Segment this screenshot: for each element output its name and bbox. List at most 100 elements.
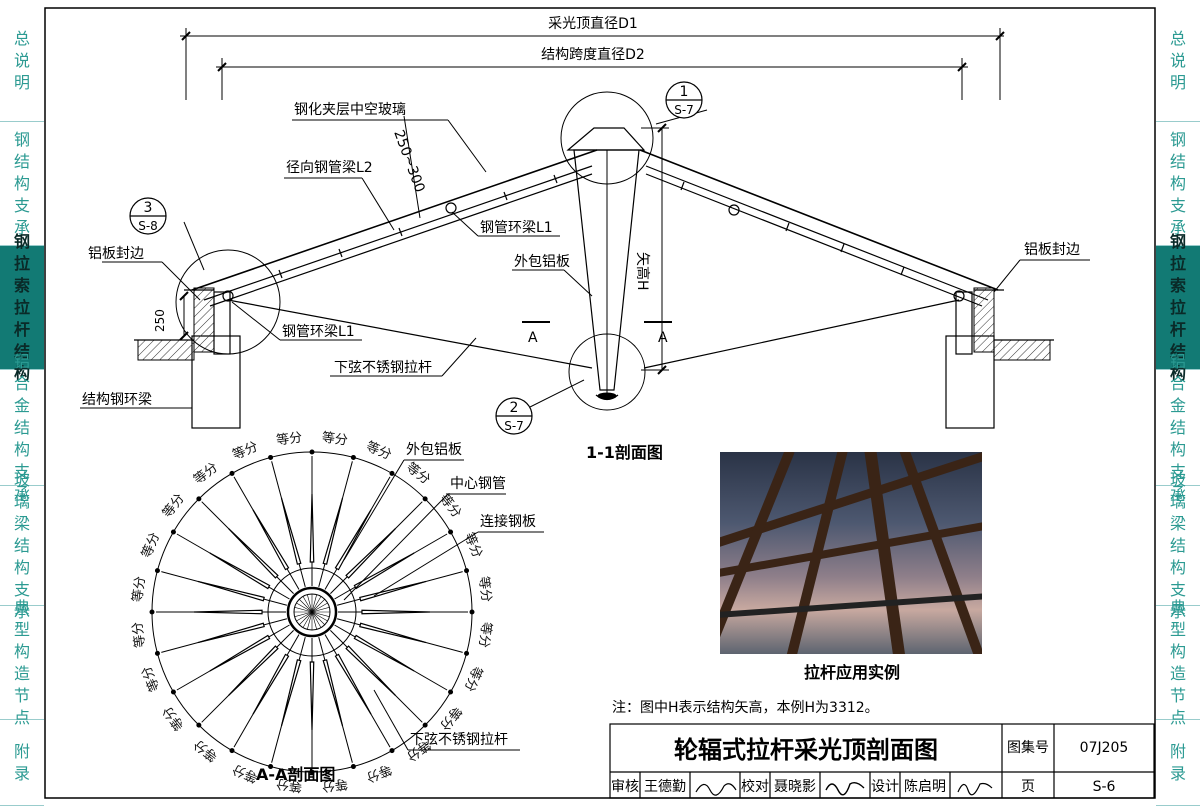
leader-lines — [80, 109, 1090, 417]
photo-caption: 拉杆应用实例 — [804, 663, 900, 682]
roof-section — [134, 91, 1054, 429]
plan-rod-end — [464, 650, 470, 656]
sidebar-tab-sidebar_left-1[interactable]: 钢结构支承 — [0, 122, 44, 246]
sidebar-tab-char: 典 — [13, 597, 30, 617]
sidebar-tab-char: 附 — [1169, 741, 1186, 761]
plan-label-al-cover: 外包铝板 — [406, 442, 462, 458]
sidebar-tab-char: 点 — [1169, 707, 1186, 727]
sidebar-tab-char: 结 — [13, 417, 30, 437]
sidebar-tab-char: 构 — [13, 439, 30, 459]
sidebar-tab-sidebar_left-4[interactable]: 玻璃梁结构支承 — [0, 470, 44, 621]
label-struct-ring: 结构钢环梁 — [82, 392, 152, 408]
section-title: 1-1剖面图 — [586, 443, 663, 462]
title-block — [609, 723, 1155, 799]
plan-center-spoke — [294, 611, 313, 617]
plan-rod-end — [469, 609, 475, 615]
sidebar-tab-sidebar_right-6[interactable]: 附录 — [1156, 720, 1200, 806]
plan-cover-plate — [209, 634, 271, 672]
sidebar-tab-char: 点 — [13, 707, 30, 727]
plan-rod-end — [464, 568, 470, 574]
sidebar-tab-char: 承 — [1169, 217, 1186, 237]
sidebar-tab-sidebar_right-0[interactable]: 总说明 — [1156, 0, 1200, 122]
sidebar-tab-char: 节 — [1169, 685, 1186, 705]
sidebar-tab-sidebar_left-2[interactable]: 钢拉索拉杆结构 — [0, 232, 44, 383]
plan-center-spoke — [307, 611, 313, 630]
plan-center-spoke — [311, 599, 325, 613]
sidebar-tab-char: 钢 — [1169, 231, 1186, 251]
callout-2-num: 2 — [510, 400, 519, 416]
sidebar-tab-sidebar_right-2[interactable]: 钢拉索拉杆结构 — [1156, 232, 1200, 383]
sidebar-tab-sidebar_left-6[interactable]: 附录 — [0, 720, 44, 806]
plan-rod-end — [268, 764, 274, 770]
sidebar-tab-char: 附 — [13, 741, 30, 761]
sidebar-tab-char: 承 — [13, 217, 30, 237]
sidebar-tab-char: 构 — [1169, 557, 1186, 577]
sidebar-tab-char: 结 — [1169, 417, 1186, 437]
plan-rod-end — [309, 449, 315, 455]
application-photo — [720, 452, 982, 654]
sidebar-tab-sidebar_left-5[interactable]: 典型构造节点 — [0, 598, 44, 727]
plan-equal-mark: 等分 — [129, 621, 148, 649]
dimension-d1 — [180, 28, 1005, 100]
plan-center-spoke — [311, 611, 330, 617]
plan-cover-plate — [309, 661, 315, 731]
label-al-cover: 外包铝板 — [514, 254, 570, 270]
sidebar-tab-char: 合 — [13, 373, 30, 393]
sidebar-tab-char: 结 — [13, 151, 30, 171]
callout-3[interactable] — [129, 197, 167, 235]
sidebar-tab-char: 结 — [1169, 151, 1186, 171]
sidebar-tab-char: 铝 — [1169, 351, 1186, 371]
label-ring-beam-top: 钢管环梁L1 — [480, 220, 553, 236]
sidebar-tab-char: 构 — [13, 641, 30, 661]
sidebar-tab-char: 索 — [1169, 275, 1186, 295]
plan-rod-end — [389, 470, 395, 476]
sidebar-tab-char: 支 — [1169, 195, 1186, 215]
callout-2-ref: S-7 — [504, 419, 524, 433]
callout-1[interactable] — [665, 81, 703, 119]
plan-rod-end — [196, 722, 202, 728]
plan-rod-end — [170, 689, 176, 695]
sidebar-tab-sidebar_right-4[interactable]: 玻璃梁结构支承 — [1156, 470, 1200, 621]
callout-2[interactable] — [495, 397, 533, 435]
plan-equal-mark: 等分 — [138, 664, 163, 694]
sidebar-tab-char: 璃 — [13, 491, 30, 511]
cut-mark-right: A — [658, 330, 668, 346]
sidebar-tab-char: 支 — [1169, 579, 1186, 599]
plan-cover-plate — [197, 580, 265, 602]
plan-center-spoke — [311, 611, 328, 622]
plan-rod-end — [268, 454, 274, 460]
label-glass: 钢化夹层中空玻璃 — [294, 101, 406, 118]
sidebar-tab-char: 承 — [13, 483, 30, 503]
sidebar-tab-char: 造 — [1169, 663, 1186, 683]
atlas-no: 07J205 — [1080, 740, 1129, 756]
sidebar-tab-char: 金 — [1169, 395, 1186, 415]
plan-label-center-tube: 中心钢管 — [450, 476, 506, 492]
plan-equal-mark: 等分 — [275, 775, 303, 794]
plan-rod-end — [154, 568, 160, 574]
plan-cover-plate — [309, 493, 315, 563]
sidebar-tab-char: 合 — [1169, 373, 1186, 393]
sidebar-tab-char: 明 — [1169, 72, 1186, 92]
callout-1-ref: S-7 — [674, 103, 694, 117]
plan-rod-end — [422, 496, 428, 502]
plan-title: A-A剖面图 — [256, 765, 335, 784]
plan-center-spoke — [296, 611, 313, 622]
sidebar-tab-char: 杆 — [1169, 319, 1186, 339]
sidebar-tab-sidebar_right-5[interactable]: 典型构造节点 — [1156, 598, 1200, 727]
plan-equal-mark: 等分 — [475, 621, 494, 649]
plan-center-spoke — [311, 611, 325, 625]
plan-equal-mark: 等分 — [275, 429, 303, 448]
sidebar-tab-sidebar_right-3[interactable]: 铝合金结构支承 — [1156, 352, 1200, 503]
sidebar-tab-sidebar_left-3[interactable]: 铝合金结构支承 — [0, 352, 44, 503]
sidebar-tab-char: 录 — [13, 763, 30, 783]
callout-1-num: 1 — [680, 84, 689, 100]
sidebar-tab-sidebar_right-1[interactable]: 钢结构支承 — [1156, 122, 1200, 246]
plan-rod-end — [350, 454, 356, 460]
plan-center-spoke — [294, 607, 313, 613]
plan-rod-end — [170, 529, 176, 535]
sidebar-tab-sidebar_left-0[interactable]: 总说明 — [0, 0, 44, 122]
sidebar-tab-char: 钢 — [13, 231, 30, 251]
checker-signature — [825, 781, 865, 796]
sidebar-right: 总说明钢结构支承钢拉索拉杆结构铝合金结构支承玻璃梁结构支承典型构造节点附录 — [1156, 0, 1200, 806]
plan-cover-plate — [353, 634, 415, 672]
